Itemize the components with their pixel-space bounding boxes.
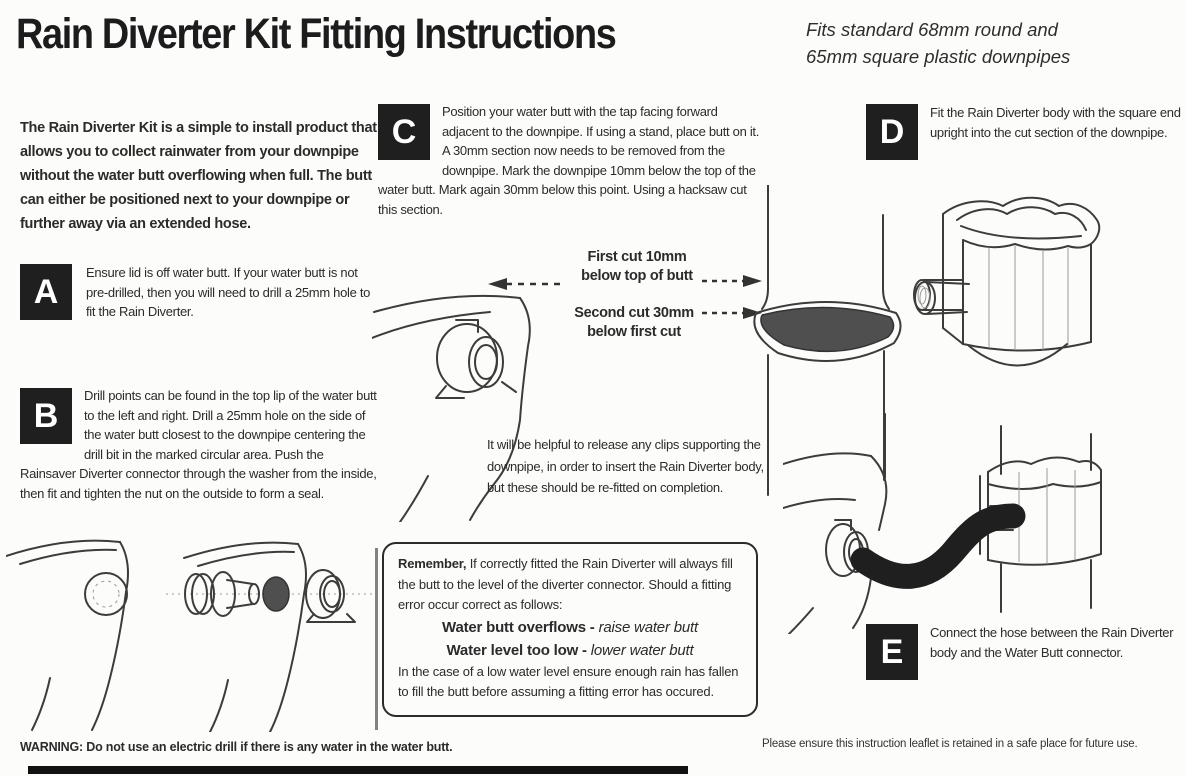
- warning-line: WARNING: Do not use an electric drill if…: [20, 740, 453, 754]
- hose-connection-diagram: [783, 413, 1102, 634]
- step-b-text: Drill points can be found in the top lip…: [20, 388, 377, 501]
- step-a-letter-block: A: [20, 264, 72, 320]
- step-c-text: Position your water butt with the tap fa…: [378, 104, 760, 217]
- step-a-text: Ensure lid is off water butt. If your wa…: [86, 265, 371, 319]
- subtitle-line-1: Fits standard 68mm round and: [806, 19, 1058, 40]
- dashed-arrow-right-first-cut-icon: [702, 275, 762, 287]
- water-butt-connector-exploded-diagram: [6, 539, 376, 732]
- remember-box: Remember, If correctly fitted the Rain D…: [382, 542, 758, 717]
- remember-tail: In the case of a low water level ensure …: [398, 663, 739, 700]
- warning-text: Do not use an electric drill if there is…: [86, 740, 453, 754]
- dashed-arrow-right-second-cut-icon: [702, 307, 762, 319]
- helpful-note: It will be helpful to release any clips …: [487, 437, 764, 495]
- downpipe-cut-section-diagram: [753, 185, 962, 496]
- step-d-letter-block: D: [866, 104, 918, 160]
- footer-note: Please ensure this instruction leaflet i…: [762, 738, 1138, 750]
- page-title: Rain Diverter Kit Fitting Instructions: [16, 10, 617, 58]
- second-cut-label: Second cut 30mm below first cut: [574, 305, 694, 340]
- step-d-letter: D: [879, 112, 905, 151]
- step-b-letter: B: [33, 396, 59, 435]
- water-butt-fitted-connector-diagram: [372, 294, 531, 522]
- step-b: B Drill points can be found in the top l…: [20, 386, 380, 503]
- remember-rule-low-level: Water level too low - lower water butt: [446, 641, 694, 659]
- intro-paragraph: The Rain Diverter Kit is a simple to ins…: [20, 119, 377, 232]
- step-d-text: Fit the Rain Diverter body with the squa…: [930, 105, 1181, 140]
- rain-diverter-body-diagram: [914, 196, 1101, 367]
- step-c-letter-block: C: [378, 104, 430, 160]
- page-fold-line: [375, 548, 378, 730]
- remember-rule-overflow: Water butt overflows - raise water butt: [442, 618, 698, 636]
- step-e-text: Connect the hose between the Rain Divert…: [930, 625, 1174, 660]
- subtitle-line-2: 65mm square plastic downpipes: [806, 46, 1071, 67]
- warning-label: WARNING:: [20, 740, 83, 754]
- remember-lead: Remember, If correctly fitted the Rain D…: [398, 556, 733, 612]
- step-a-letter: A: [33, 272, 59, 311]
- step-e-letter: E: [880, 632, 904, 671]
- page-subtitle: Fits standard 68mm round and 65mm square…: [806, 16, 1070, 70]
- step-c-letter: C: [391, 112, 417, 151]
- step-b-letter-block: B: [20, 388, 72, 444]
- first-cut-label: First cut 10mm below top of butt: [581, 249, 693, 284]
- step-c: C Position your water butt with the tap …: [378, 102, 762, 219]
- step-e-letter-block: E: [866, 624, 918, 680]
- dashed-arrow-left-icon: [488, 278, 562, 290]
- bottom-scan-bar: [28, 766, 688, 774]
